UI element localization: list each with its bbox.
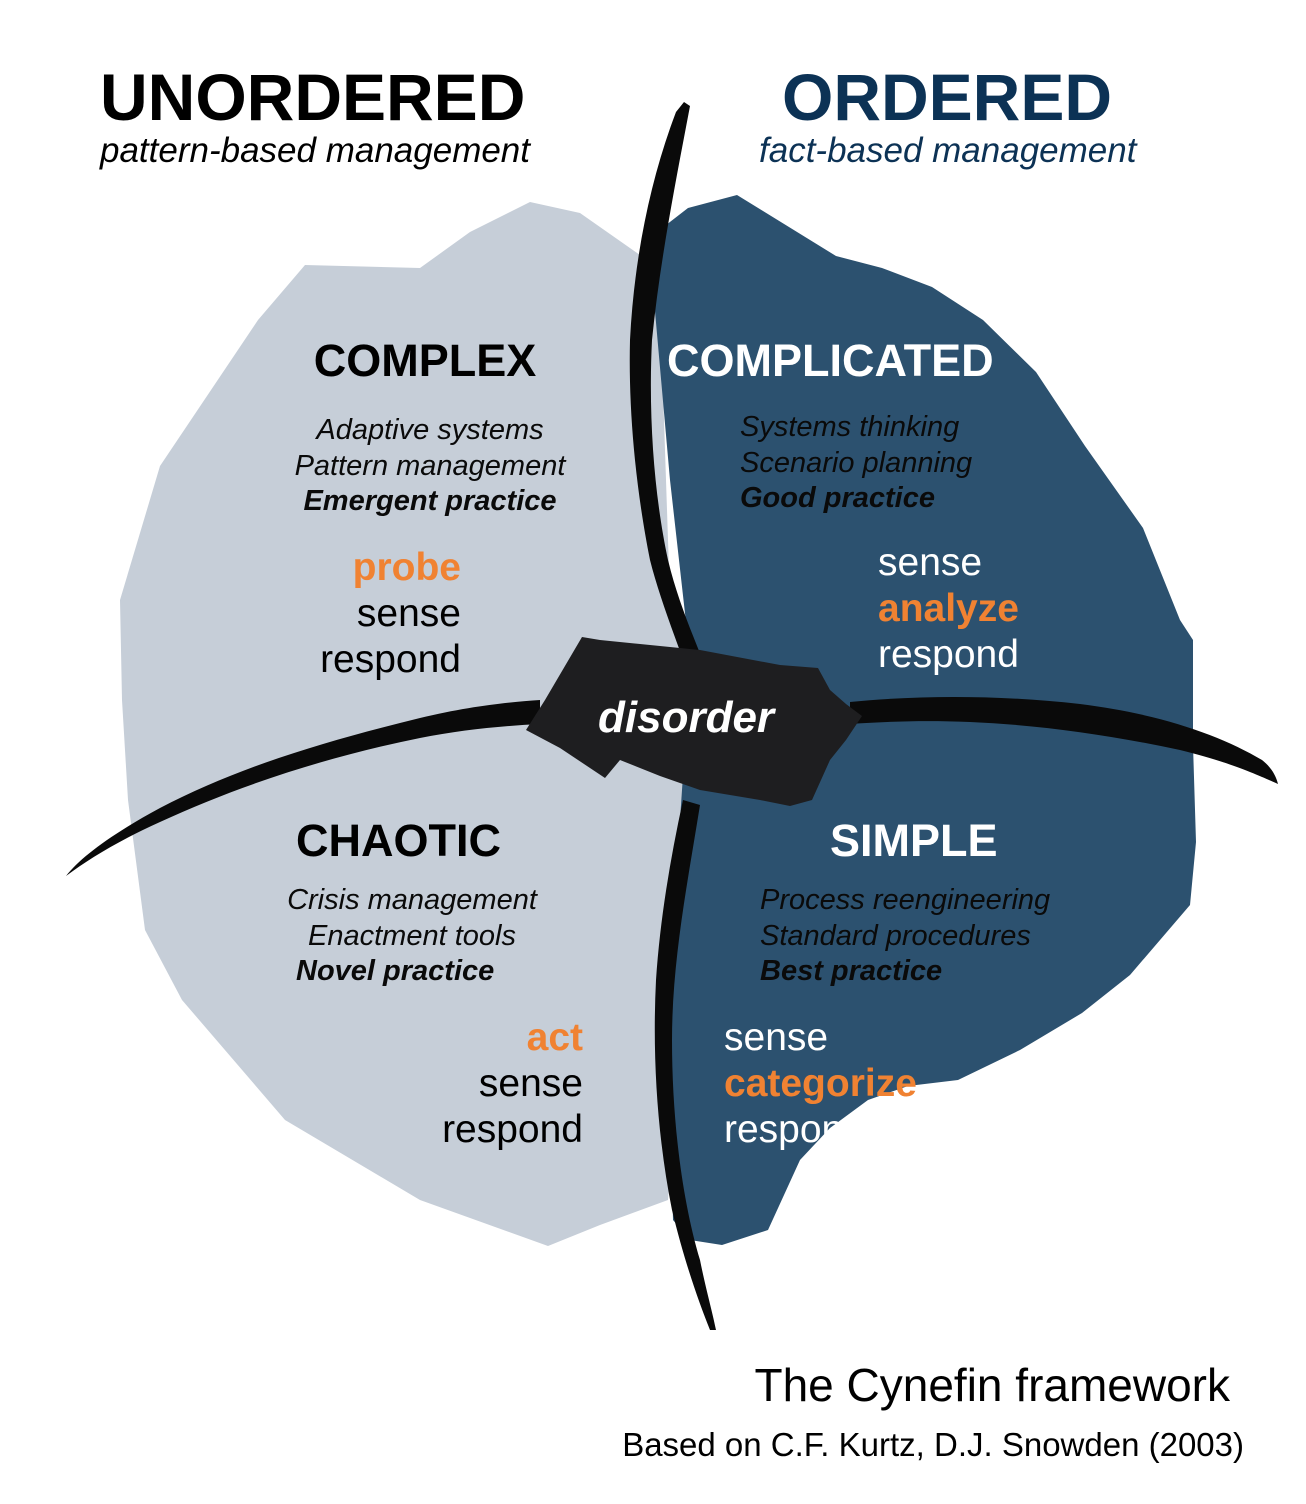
complicated-steps: sense analyze respond: [878, 540, 1019, 678]
disorder-patch: [526, 637, 862, 806]
complicated-descriptors: Systems thinking Scenario planning Good …: [740, 410, 972, 517]
complex-descriptors: Adaptive systems Pattern management Emer…: [260, 413, 600, 520]
complex-steps: probe sense respond: [260, 545, 461, 683]
simple-step-respond: respond: [724, 1108, 865, 1151]
complex-title: COMPLEX: [313, 335, 537, 386]
horizontal-divider-stroke-right: [850, 696, 1278, 784]
caption-title: The Cynefin framework: [754, 1359, 1231, 1411]
unordered-subtitle: pattern-based management: [100, 131, 530, 170]
complex-step-sense: sense: [356, 592, 461, 635]
chaotic-step-sense: sense: [478, 1062, 583, 1105]
complex-practice: Emergent practice: [303, 485, 557, 517]
complicated-step-analyze: analyze: [878, 587, 1019, 630]
complicated-step-sense: sense: [878, 541, 983, 584]
simple-title: SIMPLE: [830, 815, 998, 866]
complex-descriptor: Adaptive systems: [316, 414, 544, 446]
chaotic-descriptors: Crisis management Enactment tools Novel …: [262, 883, 562, 990]
simple-steps: sense categorize respond: [724, 1015, 917, 1153]
complicated-descriptor: Systems thinking: [740, 411, 960, 443]
complicated-descriptor: Scenario planning: [740, 446, 973, 479]
complex-descriptor: Pattern management: [294, 449, 566, 482]
ordered-title: ORDERED: [782, 60, 1113, 134]
caption-source: Based on C.F. Kurtz, D.J. Snowden (2003): [622, 1426, 1244, 1463]
ordered-subtitle: fact-based management: [759, 131, 1137, 170]
simple-descriptors: Process reengineering Standard procedure…: [760, 883, 1050, 990]
complex-step-respond: respond: [320, 638, 461, 681]
simple-descriptor: Process reengineering: [760, 884, 1051, 916]
unordered-title: UNORDERED: [100, 60, 526, 134]
horizontal-divider-stroke-left: [66, 700, 540, 876]
simple-step-sense: sense: [724, 1016, 829, 1059]
disorder-label: disorder: [598, 693, 775, 742]
chaotic-descriptor: Enactment tools: [308, 919, 516, 952]
vertical-divider-stroke-lower: [654, 800, 716, 1330]
complicated-practice: Good practice: [740, 482, 935, 514]
simple-step-categorize: categorize: [724, 1062, 917, 1105]
quadrant-complex: COMPLEX Adaptive systems Pattern managem…: [260, 338, 600, 520]
chaotic-steps: act sense respond: [380, 1015, 583, 1153]
complex-step-probe: probe: [352, 546, 461, 589]
chaotic-title: CHAOTIC: [296, 815, 501, 866]
chaotic-step-act: act: [526, 1016, 583, 1059]
complicated-step-respond: respond: [878, 633, 1019, 676]
chaotic-step-respond: respond: [442, 1108, 583, 1151]
complicated-title: COMPLICATED: [667, 335, 994, 386]
chaotic-practice: Novel practice: [296, 955, 495, 987]
chaotic-descriptor: Crisis management: [287, 884, 537, 916]
vertical-divider-stroke: [629, 102, 710, 692]
simple-practice: Best practice: [760, 955, 943, 987]
simple-descriptor: Standard procedures: [760, 919, 1031, 952]
